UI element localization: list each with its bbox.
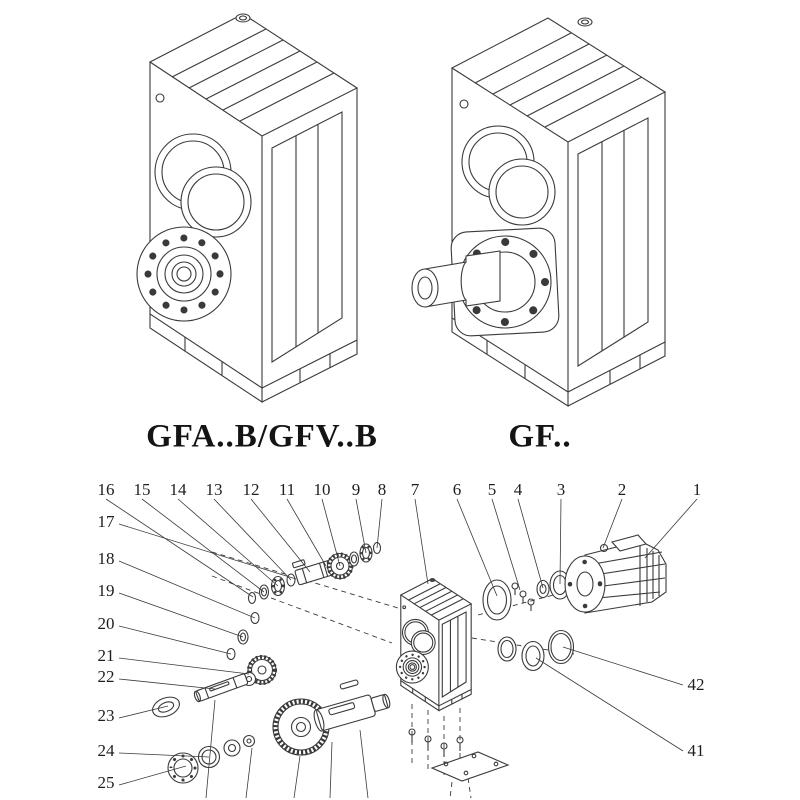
mounting-feet bbox=[451, 318, 666, 408]
motor-side-parts bbox=[482, 534, 667, 621]
part-callout-23: 23 bbox=[97, 706, 115, 725]
model-label-right: GF.. bbox=[508, 418, 572, 455]
leader-line-1 bbox=[644, 498, 698, 559]
leader-line-17 bbox=[118, 523, 297, 580]
part-callout-2: 2 bbox=[617, 480, 627, 499]
part-callout-1: 1 bbox=[692, 480, 702, 499]
part-callout-22: 22 bbox=[97, 667, 115, 686]
part-callout-19: 19 bbox=[97, 581, 115, 600]
leader-line-3 bbox=[559, 498, 562, 585]
part-callout-5: 5 bbox=[487, 480, 497, 499]
leader-line-10 bbox=[321, 498, 341, 567]
gear-bores bbox=[461, 125, 556, 226]
leader-line-14 bbox=[177, 498, 279, 587]
intermediate-gear-assembly bbox=[152, 611, 277, 718]
cover-plate-assembly bbox=[408, 728, 510, 782]
leader-line-11 bbox=[286, 498, 327, 567]
part-callout-16: 16 bbox=[97, 480, 115, 499]
seal-rings bbox=[497, 629, 575, 672]
bottom-edge-leader-lines bbox=[205, 699, 369, 799]
exploded-parts-drawing bbox=[152, 534, 667, 799]
leader-line-7 bbox=[414, 498, 429, 585]
leader-line-25 bbox=[118, 765, 187, 786]
part-callout-3: 3 bbox=[556, 480, 566, 499]
part-callout-12: 12 bbox=[242, 480, 260, 499]
part-callout-20: 20 bbox=[97, 614, 115, 633]
leader-line-42 bbox=[562, 646, 684, 686]
part-callout-15: 15 bbox=[133, 480, 151, 499]
part-callout-4: 4 bbox=[513, 480, 523, 499]
leader-line-12 bbox=[250, 498, 311, 573]
leader-line-2 bbox=[602, 498, 623, 549]
part-callout-41: 41 bbox=[687, 741, 705, 760]
leader-line-19 bbox=[118, 592, 244, 638]
leader-line-6 bbox=[456, 498, 498, 597]
leader-line-22 bbox=[118, 678, 216, 690]
part-callout-9: 9 bbox=[351, 480, 361, 499]
leader-line-21 bbox=[118, 657, 250, 675]
part-callout-13: 13 bbox=[205, 480, 223, 499]
leader-line-23 bbox=[118, 705, 169, 719]
output-bearing-boss bbox=[136, 226, 232, 322]
part-callout-17: 17 bbox=[97, 512, 115, 531]
leader-line-18 bbox=[118, 560, 256, 619]
part-callout-25: 25 bbox=[97, 773, 115, 792]
output-shaft-assembly bbox=[167, 679, 391, 784]
part-callout-42: 42 bbox=[687, 675, 705, 694]
callout-leader-lines bbox=[105, 498, 698, 786]
leader-line-8 bbox=[376, 498, 383, 549]
leader-line-16 bbox=[105, 498, 254, 598]
intermediate-shaft bbox=[193, 673, 249, 703]
gearbox-shaft-output-drawing bbox=[411, 17, 667, 408]
part-callout-18: 18 bbox=[97, 549, 115, 568]
part-callout-21: 21 bbox=[97, 646, 115, 665]
motor-drawing bbox=[564, 534, 667, 614]
leader-line-41 bbox=[535, 657, 684, 752]
gearbox-foot-mounted-drawing bbox=[136, 13, 359, 404]
leader-line-4 bbox=[517, 498, 544, 589]
input-shaft-assembly bbox=[247, 541, 382, 605]
leader-line-20 bbox=[118, 625, 232, 655]
output-shaft-stub bbox=[411, 250, 501, 308]
part-callout-10: 10 bbox=[313, 480, 331, 499]
leader-line-5 bbox=[491, 498, 521, 591]
leader-line-15 bbox=[141, 498, 265, 593]
cooling-fins bbox=[474, 32, 643, 128]
output-shaft bbox=[313, 693, 391, 732]
part-callout-8: 8 bbox=[377, 480, 387, 499]
leader-line-13 bbox=[213, 498, 292, 581]
model-label-left: GFA..B/GFV..B bbox=[146, 418, 378, 455]
gear-bores bbox=[154, 133, 252, 238]
housing-exploded bbox=[395, 577, 473, 712]
part-callout-24: 24 bbox=[97, 741, 115, 760]
part-callout-14: 14 bbox=[169, 480, 187, 499]
part-callout-6: 6 bbox=[452, 480, 462, 499]
cooling-fins bbox=[171, 28, 335, 122]
part-callout-11: 11 bbox=[278, 480, 296, 499]
part-callout-7: 7 bbox=[410, 480, 420, 499]
mounting-feet bbox=[149, 314, 358, 404]
leader-line-24 bbox=[118, 752, 210, 758]
leader-line-9 bbox=[355, 498, 367, 554]
